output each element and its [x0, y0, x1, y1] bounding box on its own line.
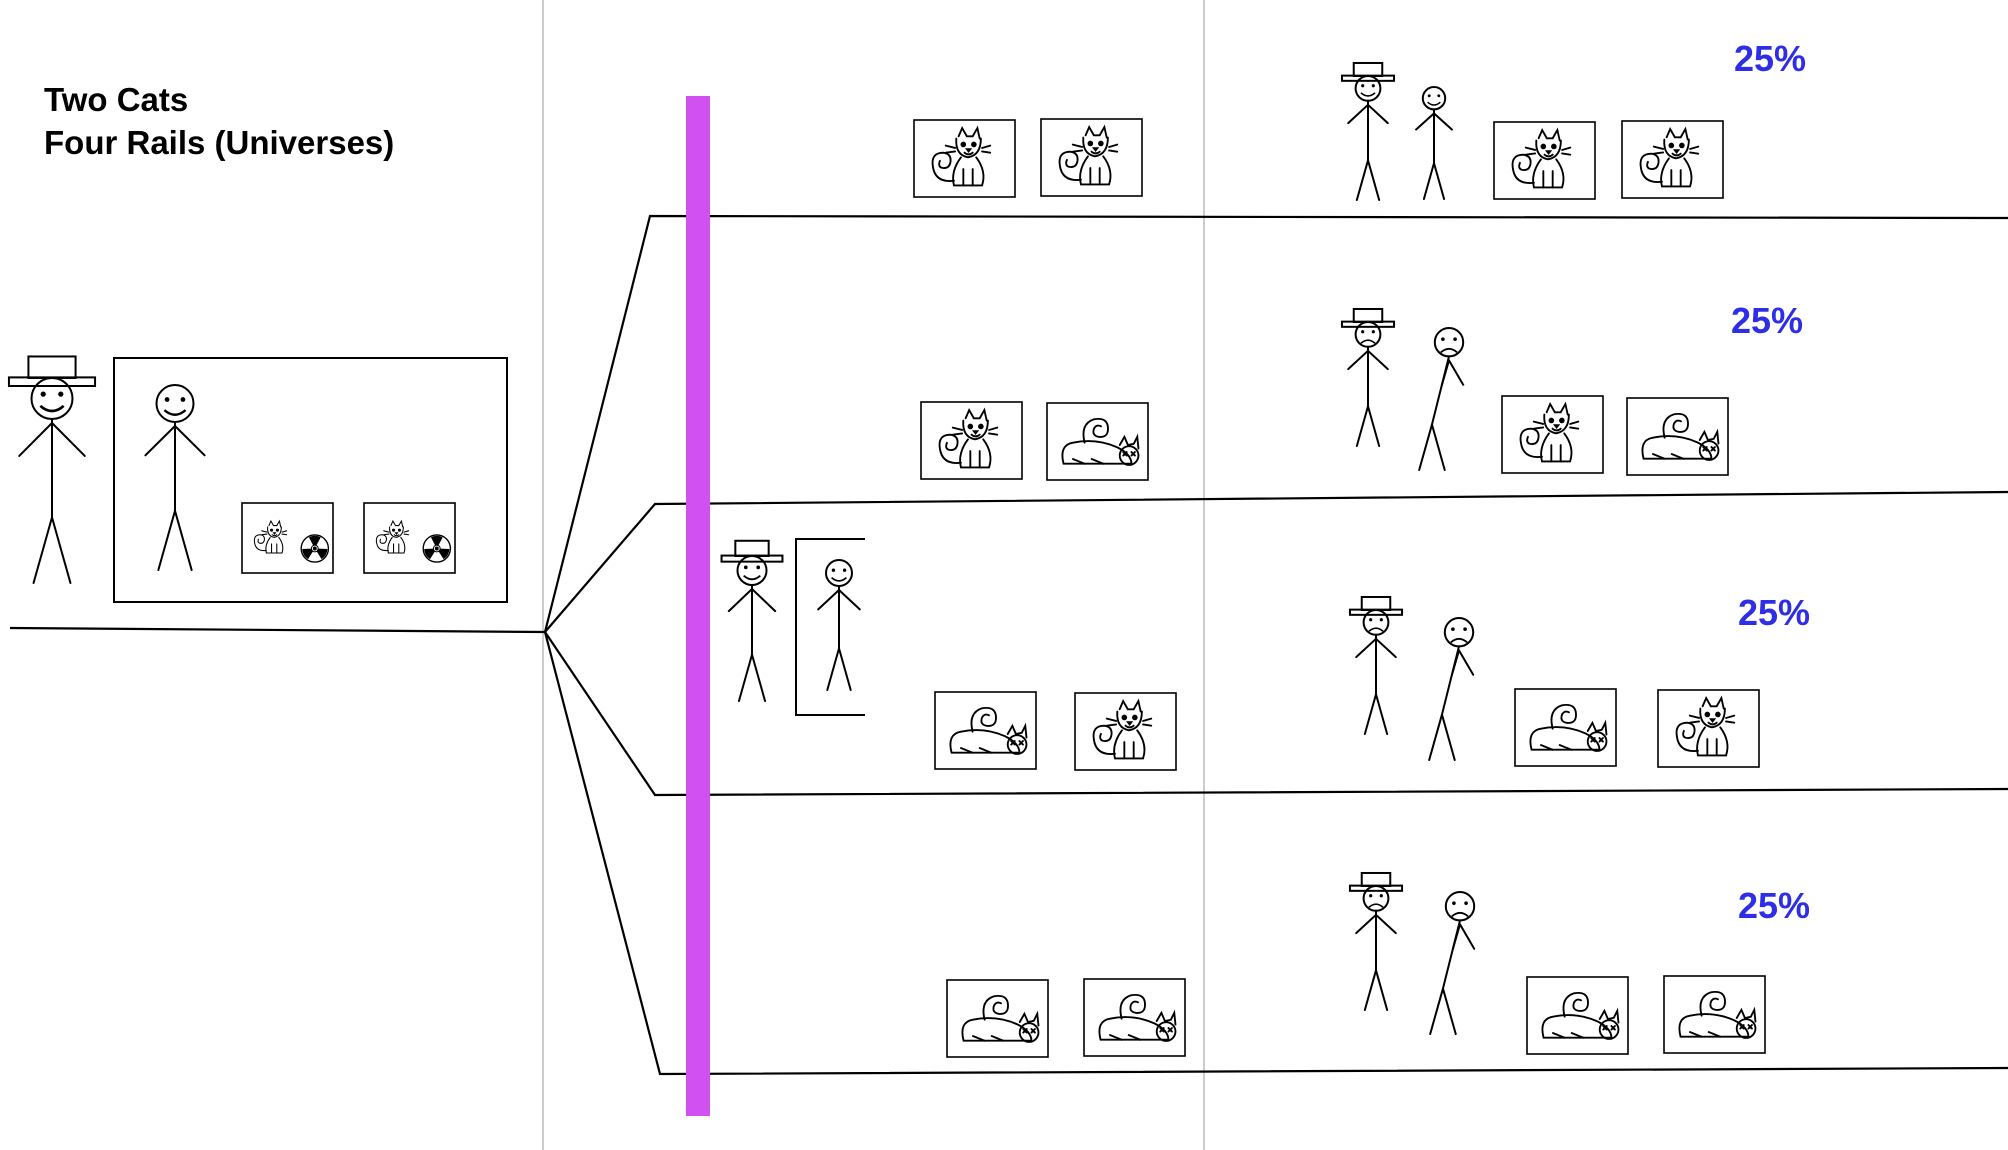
- hat-icon: [1348, 595, 1404, 616]
- rail-4-middle-cat-box-2: [1083, 978, 1186, 1057]
- title-line-2: Four Rails (Universes): [44, 124, 395, 161]
- split-divider-bar: [686, 96, 710, 1116]
- rail-4-middle-cat-box-1: [946, 979, 1049, 1058]
- hat-icon: [720, 539, 784, 563]
- sad-face-icon: [1368, 617, 1384, 633]
- rail-1-middle-cat-box-2: [1040, 118, 1143, 197]
- initial-cat-box-2: [363, 502, 456, 574]
- rail-2-right-cat-box-2: [1626, 397, 1729, 476]
- rail-1-right-cat-box-2: [1621, 120, 1724, 199]
- happy-face-icon: [742, 564, 762, 581]
- branch-rail-2: [544, 490, 2008, 633]
- diagram-title: Two Cats Four Rails (Universes): [44, 78, 394, 164]
- branch-rail-3: [544, 631, 2008, 797]
- happy-face-icon: [38, 390, 66, 413]
- rail-3-middle-cat-box-2: [1074, 692, 1177, 771]
- rail-4-observer-outside: [1348, 871, 1404, 1011]
- rail-3-middle-cat-box-1: [934, 691, 1037, 770]
- rail-1-observer-outside: [1340, 61, 1396, 201]
- hat-icon: [1340, 61, 1396, 82]
- branch-rail-4: [543, 631, 2008, 1076]
- rail-4-observer-inside: [1429, 891, 1476, 1035]
- happy-face-icon: [1360, 83, 1376, 97]
- rail-2-probability-label: 25%: [1731, 300, 1803, 341]
- branch-rail-1: [543, 214, 2008, 633]
- main-rail: [9, 626, 546, 634]
- percent-labels: 25% 25% 25% 25%: [1731, 38, 1810, 926]
- rail-3-right-cat-box-2: [1657, 689, 1760, 768]
- sad-face-icon: [1439, 336, 1459, 354]
- rail-1-middle-cat-box-1: [913, 119, 1016, 198]
- hat-icon: [1340, 307, 1396, 328]
- rail-2-middle-cat-box-1: [920, 401, 1023, 480]
- rails: [9, 214, 2008, 1076]
- initial-cat-box-1: [241, 502, 334, 574]
- rail-1-right-cat-box-1: [1493, 121, 1596, 200]
- rail-3-observer-outside: [1348, 595, 1404, 735]
- rail-1-probability-label: 25%: [1734, 38, 1806, 79]
- hat-icon: [7, 355, 97, 387]
- rail-2-right-cat-box-1: [1501, 395, 1604, 474]
- figures-layer: [7, 61, 1766, 1058]
- sad-face-icon: [1368, 893, 1384, 909]
- rail-2-observer-outside: [1340, 307, 1396, 447]
- observer-inside-initial: [144, 384, 206, 571]
- happy-face-icon: [163, 395, 187, 416]
- partial-sealed-box: [795, 538, 865, 716]
- rail-4-right-cat-box-2: [1663, 975, 1766, 1054]
- happy-face-icon: [830, 567, 848, 582]
- rail-2-observer-inside: [1418, 327, 1465, 471]
- observer-outside-initial: [7, 355, 97, 584]
- rail-3-right-cat-box-1: [1514, 688, 1617, 767]
- hat-icon: [1348, 871, 1404, 892]
- sad-face-icon: [1449, 626, 1469, 644]
- sad-face-icon: [1360, 329, 1376, 345]
- rail-3-probability-label: 25%: [1738, 592, 1810, 633]
- title-line-1: Two Cats: [44, 81, 189, 118]
- observer-outside-split: [720, 539, 784, 702]
- rail-1-observer-inside: [1415, 86, 1453, 200]
- sad-face-icon: [1450, 900, 1470, 918]
- rail-3-observer-inside: [1428, 617, 1475, 761]
- observer-inside-split: [817, 559, 861, 691]
- initial-sealed-box: [113, 357, 508, 603]
- happy-face-icon: [1426, 93, 1442, 106]
- rail-4-probability-label: 25%: [1738, 885, 1810, 926]
- rail-4-right-cat-box-1: [1526, 976, 1629, 1055]
- rail-2-middle-cat-box-2: [1046, 402, 1149, 481]
